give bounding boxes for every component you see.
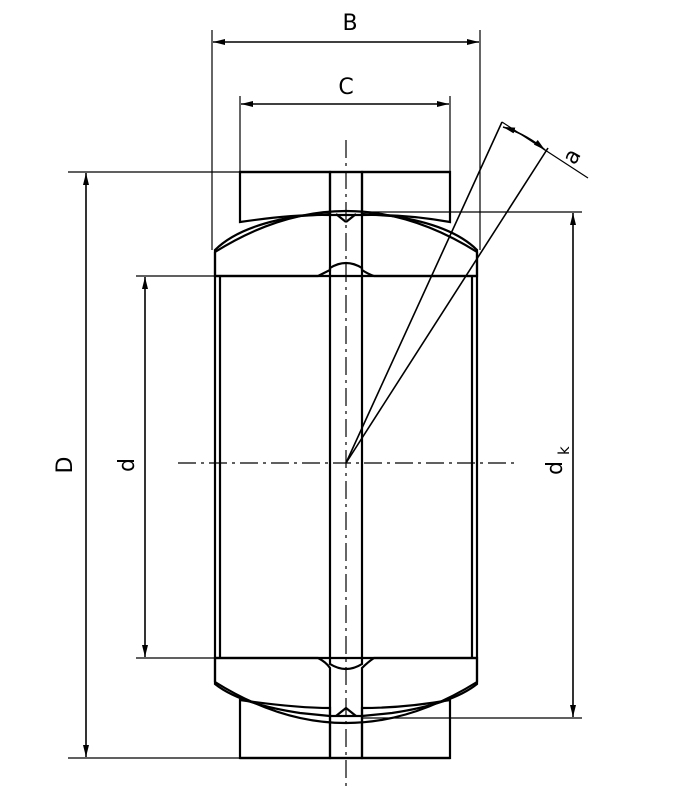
label-alpha: a [558, 145, 586, 169]
label-C: C [338, 75, 353, 100]
label-d: d [115, 458, 140, 472]
dimension-D: D [53, 171, 240, 759]
dimension-C: C [239, 75, 451, 172]
dimension-d: d [115, 275, 215, 659]
label-D: D [53, 457, 78, 474]
dimension-B: B [211, 11, 481, 250]
label-dk: d [543, 461, 568, 475]
label-dk-subscript: k [555, 446, 573, 455]
dimension-dk: d k [362, 211, 582, 719]
inner-ring-bottom [213, 656, 479, 718]
label-B: B [342, 11, 357, 36]
angle-alpha: a [345, 121, 589, 464]
